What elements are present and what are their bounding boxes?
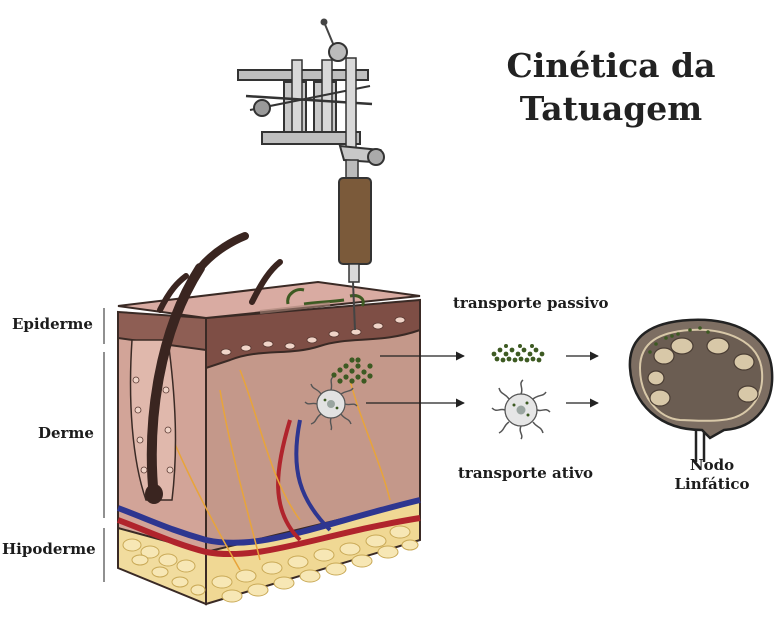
hair-follicle-icon: [129, 232, 249, 504]
lymph-node-icon: [628, 318, 774, 462]
transport-arrows: [366, 351, 599, 408]
macrophage-icon: [491, 379, 551, 440]
page-title: Cinética da Tatuagem: [506, 46, 716, 128]
tattoo-machine-icon: [237, 18, 385, 331]
pigment-cluster-icon: [331, 357, 373, 384]
label-active-transport: transporte ativo: [458, 464, 594, 482]
label-hypodermis: Hipoderme: [2, 540, 96, 558]
label-lymph-node: Nodo Linfático: [674, 456, 750, 493]
macrophage-icon: [304, 376, 358, 431]
label-passive-transport: transporte passivo: [453, 294, 609, 312]
label-epidermis: Epiderme: [12, 315, 93, 333]
free-pigment-particles: [491, 344, 545, 363]
label-dermis: Derme: [38, 424, 94, 442]
skin-block: [116, 232, 421, 606]
